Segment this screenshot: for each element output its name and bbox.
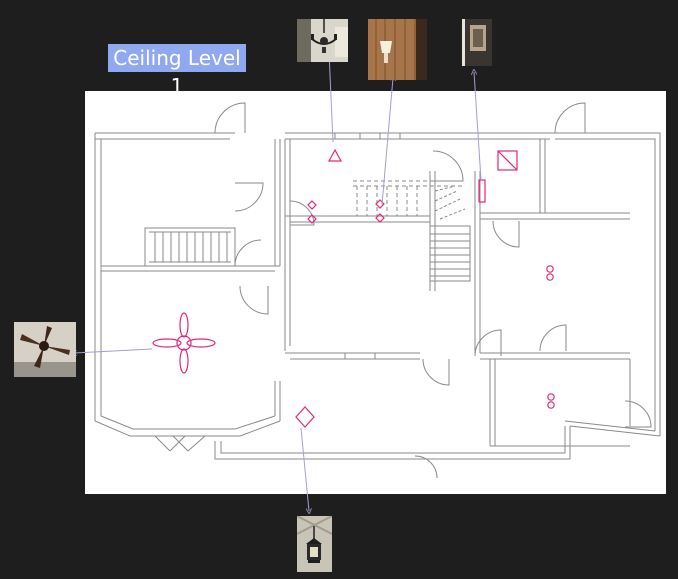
chandelier-photo[interactable] [297,19,348,62]
sconce-icon [368,19,427,80]
leader-sconce [381,78,393,206]
ceiling-fan-photo[interactable] [14,322,76,377]
chandelier-icon [297,19,348,62]
lantern-icon [297,516,332,572]
leader-mirror [474,72,482,181]
mirror-icon [462,19,492,66]
page-title: Ceiling Level 1 [108,44,246,98]
chandelier-pendant[interactable] [327,148,343,162]
leader-chandelier [329,52,334,143]
leader-ceiling-fan [74,348,153,353]
floor-plan [94,102,661,479]
floor-plan-sheet [85,91,666,494]
mirror-light[interactable] [478,179,486,203]
sconce-photo[interactable] [368,19,427,80]
exhaust-fan[interactable] [497,150,518,171]
hanging-lantern[interactable] [295,406,315,428]
recessed-light-right[interactable] [546,265,554,281]
lantern-photo[interactable] [297,516,332,572]
leader-lantern [300,427,309,511]
wall-sconce-pair[interactable] [307,199,385,224]
recessed-light-lower-right[interactable] [547,393,555,409]
ceiling-fan-icon [14,322,76,377]
mirror-photo[interactable] [462,19,492,66]
ceiling-fan[interactable] [152,312,216,374]
